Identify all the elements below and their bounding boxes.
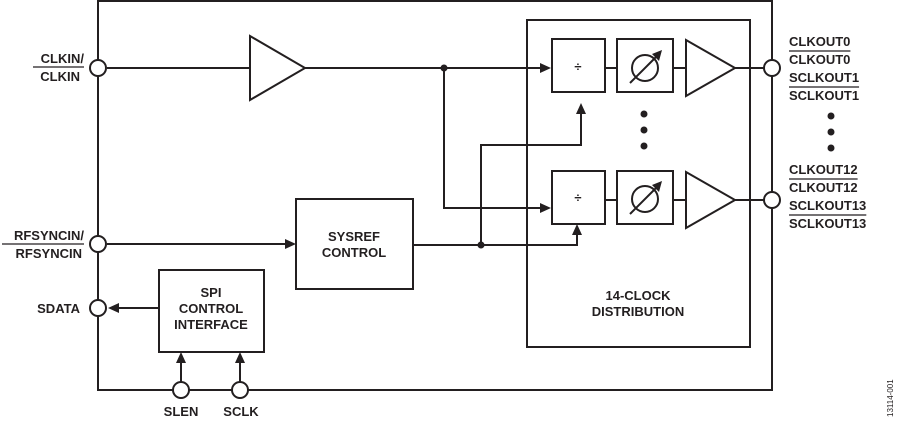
arrow-icon <box>572 224 582 235</box>
output-label: CLKOUT0 <box>789 52 850 67</box>
ellipsis-dot <box>827 144 835 152</box>
phase-block-top <box>616 38 674 93</box>
sysref-label-2: CONTROL <box>322 245 386 260</box>
sdata-pin <box>89 299 107 317</box>
sclk-label: SCLK <box>223 404 259 419</box>
clkin-label-2: CLKIN <box>40 69 80 84</box>
rfsyncin-pin <box>89 235 107 253</box>
clkout-top-pin <box>763 59 781 77</box>
sysref-label-1: SYSREF <box>328 229 380 244</box>
ellipsis-dot <box>827 112 835 120</box>
output-label: CLKOUT12 <box>789 162 858 177</box>
divider-block-top <box>551 38 606 93</box>
phase-block-bottom <box>616 170 674 225</box>
arrow-icon <box>285 239 296 249</box>
slen-label: SLEN <box>164 404 199 419</box>
spi-label-2: CONTROL <box>179 301 243 316</box>
arrow-icon <box>235 352 245 363</box>
clkin-pin <box>89 59 107 77</box>
divider-block-bottom <box>551 170 606 225</box>
divide-icon: ÷ <box>574 190 581 205</box>
output-label: SCLKOUT13 <box>789 198 866 213</box>
input-buffer-icon <box>249 34 307 102</box>
arrow-icon <box>576 103 586 114</box>
arrow-icon <box>540 203 551 213</box>
output-label: SCLKOUT1 <box>789 88 859 103</box>
spi-label-3: INTERFACE <box>174 317 248 332</box>
output-label: SCLKOUT13 <box>789 216 866 231</box>
ellipsis-dot <box>640 110 648 118</box>
rfsyncin-label-1: RFSYNCIN/ <box>14 228 84 243</box>
ellipsis-dot <box>827 128 835 136</box>
rfsyncin-label-2: RFSYNCIN <box>16 246 82 261</box>
ellipsis-dot <box>640 126 648 134</box>
distribution-label-2: DISTRIBUTION <box>592 304 684 319</box>
sysref-branch-wire <box>480 113 582 245</box>
ellipsis-dot <box>640 142 648 150</box>
output-label: CLKOUT12 <box>789 180 858 195</box>
sysref-wire <box>413 234 578 246</box>
figure-id: 13114-001 <box>886 379 895 417</box>
spi-label-1: SPI <box>201 285 222 300</box>
phase-adjust-icon <box>629 181 662 215</box>
sysref-control-block <box>295 198 414 290</box>
arrow-icon <box>540 63 551 73</box>
output-label: CLKOUT0 <box>789 34 850 49</box>
clkout-bottom-pin <box>763 191 781 209</box>
arrow-icon <box>108 303 119 313</box>
output-label: SCLKOUT1 <box>789 70 859 85</box>
slen-pin <box>172 381 190 399</box>
divide-icon: ÷ <box>574 59 581 74</box>
arrow-icon <box>176 352 186 363</box>
clkin-label-1: CLKIN/ <box>41 51 85 66</box>
output-buffer-icon <box>685 38 738 98</box>
distribution-block <box>526 19 751 348</box>
clk-branch-wire <box>443 68 540 209</box>
distribution-label-1: 14-CLOCK <box>605 288 671 303</box>
phase-adjust-icon <box>629 50 662 84</box>
spi-control-block <box>158 269 265 353</box>
sclk-pin <box>231 381 249 399</box>
output-buffer-icon <box>685 170 738 230</box>
sdata-label: SDATA <box>37 301 80 316</box>
